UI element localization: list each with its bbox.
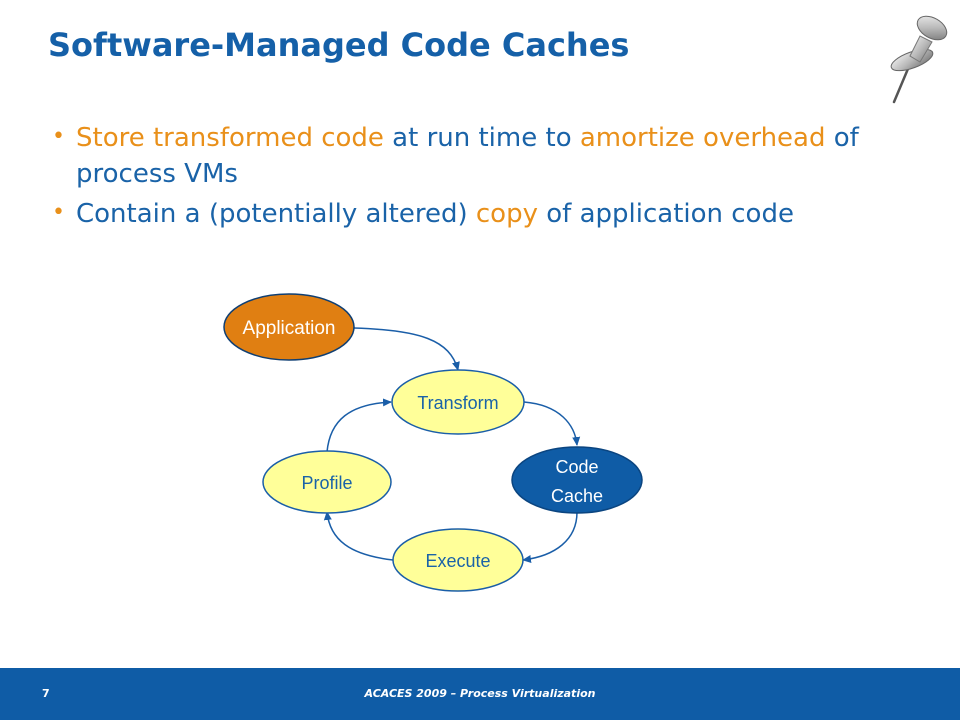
node-code-cache-label-line1: Code (555, 457, 598, 477)
node-profile: Profile (262, 450, 392, 514)
bullet-2-part-2: copy (475, 199, 538, 229)
node-application-label: Application (243, 318, 336, 339)
node-execute-label: Execute (425, 551, 490, 571)
pushpin-icon (890, 15, 948, 104)
bullet-1-part-1: Store transformed code (76, 123, 384, 153)
page-number: 7 (42, 687, 50, 700)
node-profile-label: Profile (301, 473, 352, 493)
node-code-cache-label-line2: Cache (551, 486, 603, 506)
bullet-item-2: • Contain a (potentially altered) copy o… (52, 196, 912, 232)
bullet-2-part-1: Contain a (potentially altered) (76, 199, 476, 229)
bullet-1-part-2: at run time to (383, 123, 580, 153)
slide-title: Software-Managed Code Caches (48, 26, 630, 64)
bullet-2-part-3: of application code (537, 199, 794, 229)
node-execute: Execute (392, 528, 524, 592)
bullet-list: • Store transformed code at run time to … (52, 120, 912, 236)
node-transform-label: Transform (417, 393, 498, 413)
node-transform: Transform (391, 369, 525, 435)
footer-text: ACACES 2009 – Process Virtualization (364, 687, 596, 700)
node-application: Application (223, 293, 355, 361)
edge-application-to-transform (353, 327, 460, 371)
bullet-dot: • (52, 124, 65, 149)
bullet-1-part-3: amortize overhead (579, 123, 826, 153)
edge-execute-to-profile (323, 511, 394, 561)
node-code-cache: Code Cache (511, 446, 643, 514)
bullet-1-part-4: of process VMs (76, 123, 859, 189)
slide-footer: 7 ACACES 2009 – Process Virtualization (0, 668, 960, 720)
edge-profile-to-transform (326, 398, 392, 453)
bullet-dot: • (52, 200, 65, 225)
bullet-item-1: • Store transformed code at run time to … (52, 120, 912, 192)
edge-transform-to-code-cache (523, 401, 581, 446)
edge-code-cache-to-execute (522, 511, 578, 563)
